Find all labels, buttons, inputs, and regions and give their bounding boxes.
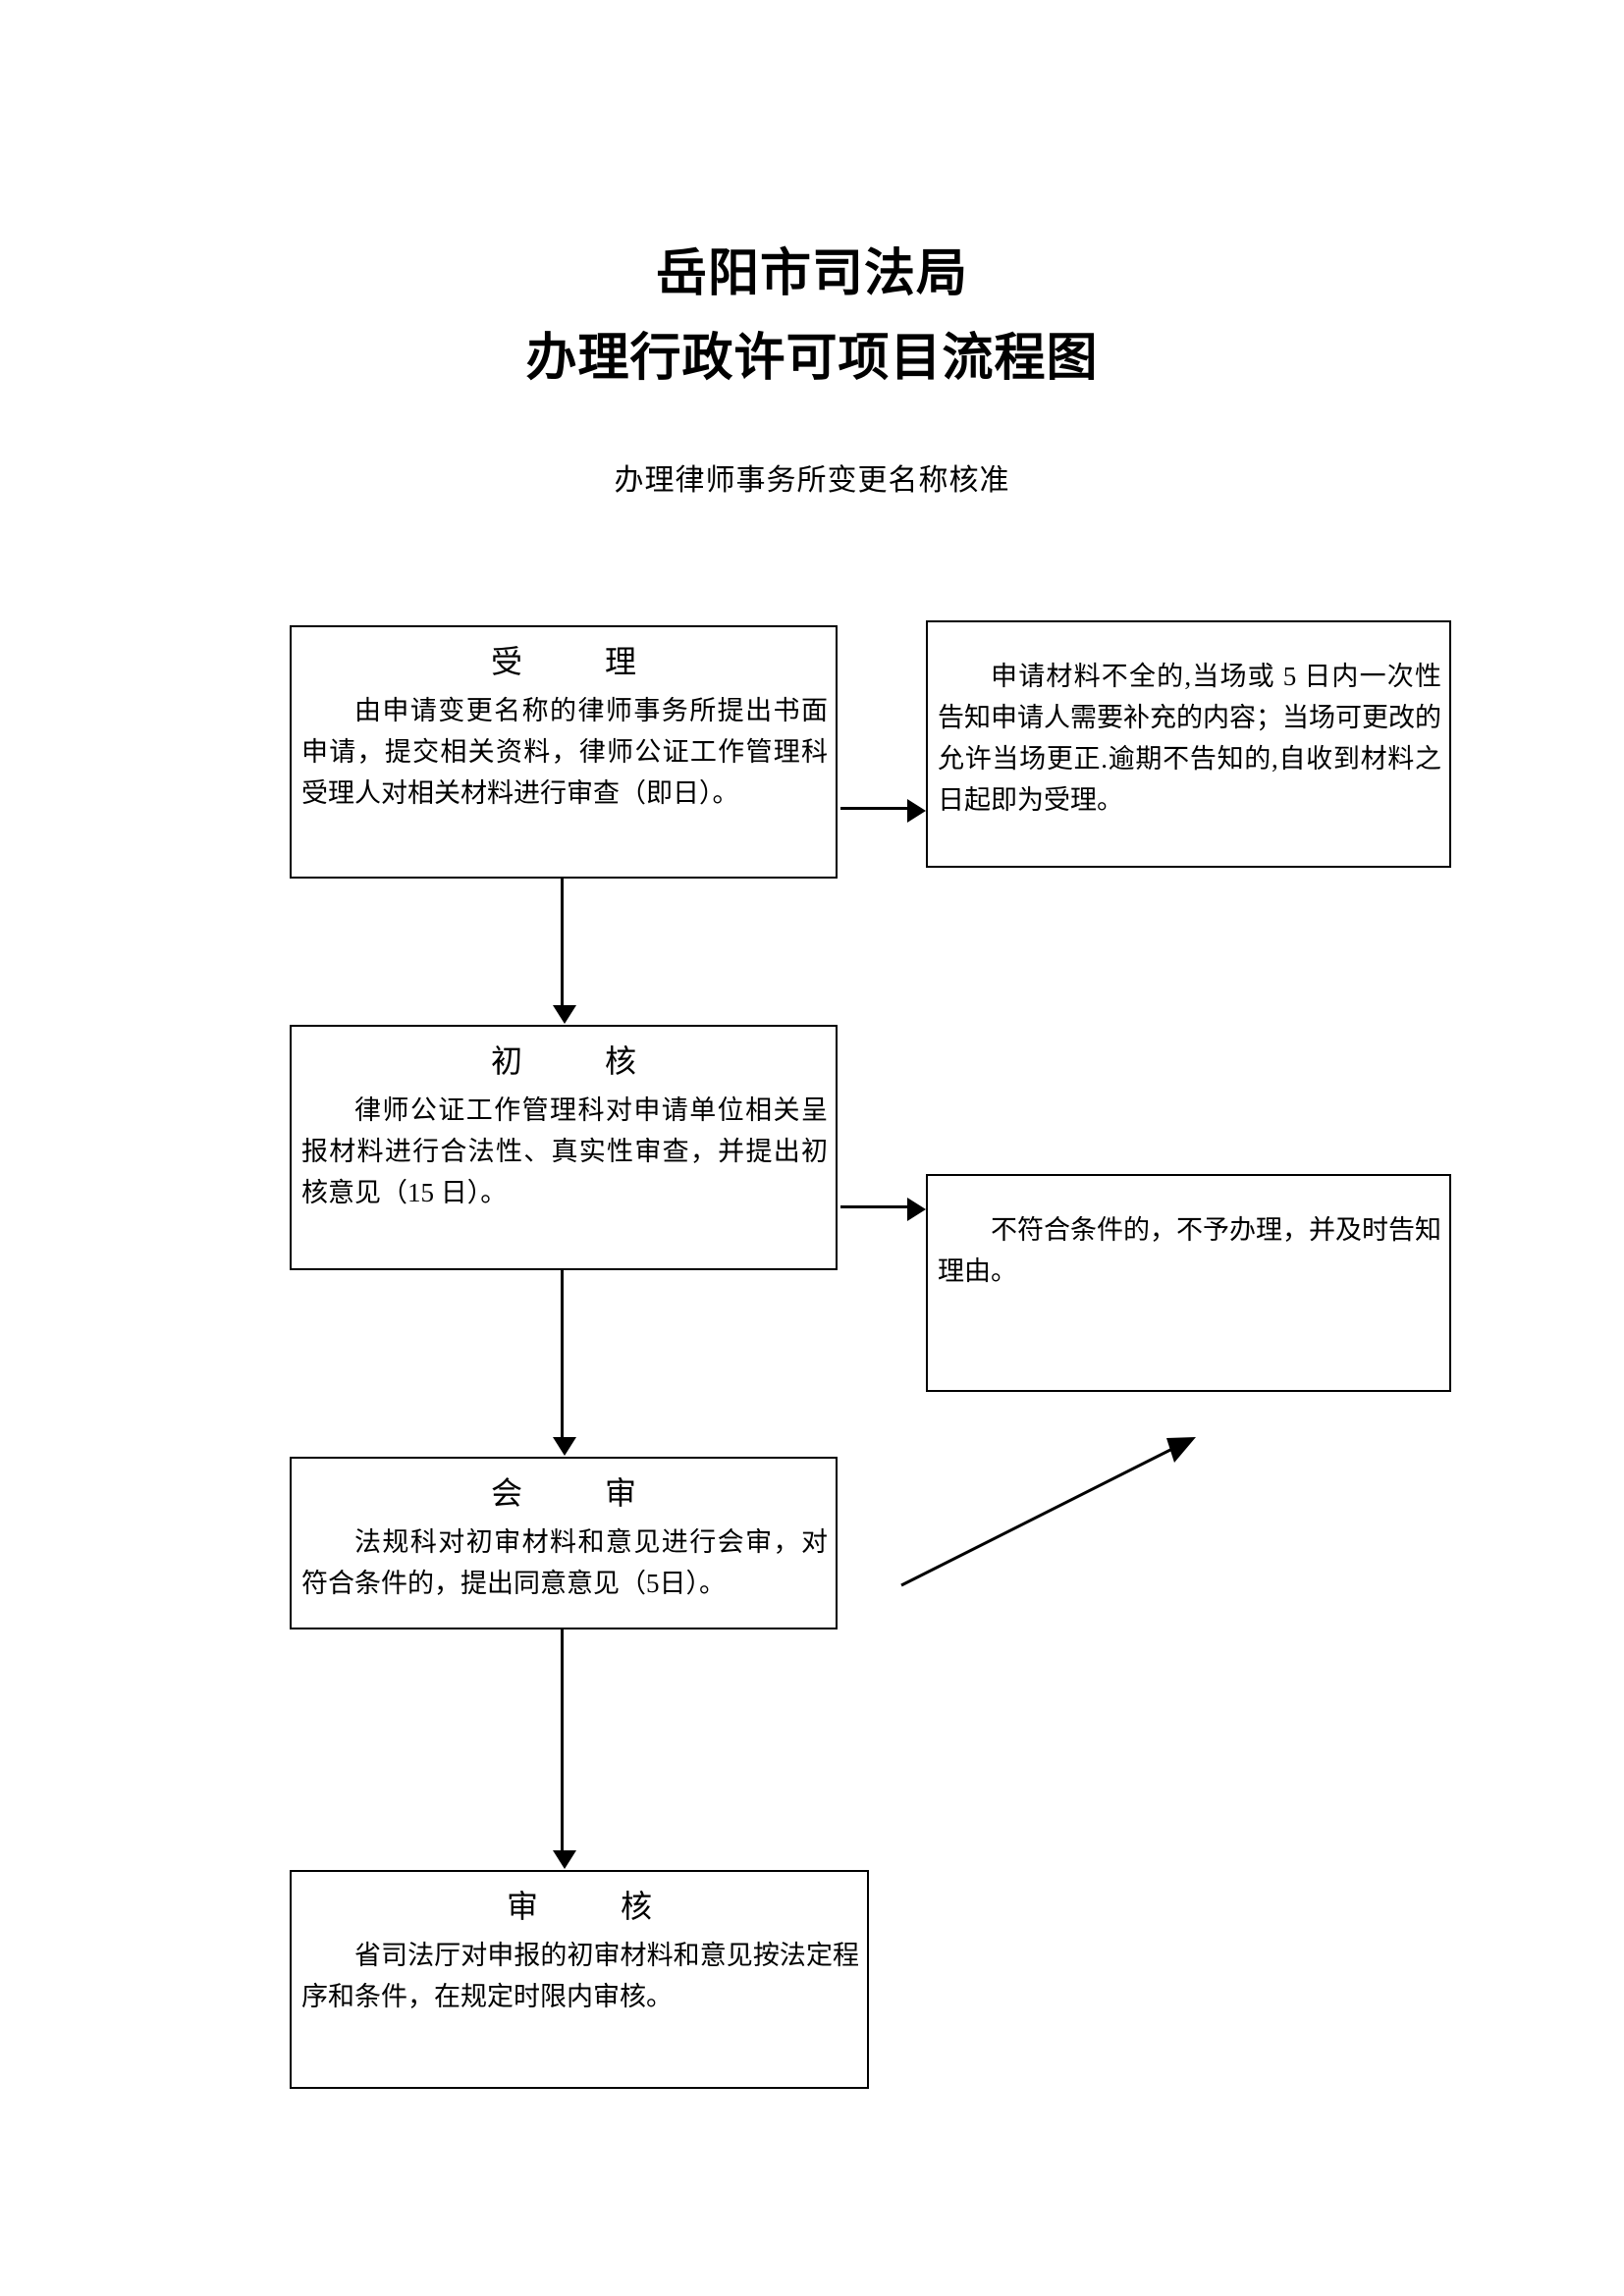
page-subtitle: 办理律师事务所变更名称核准 — [0, 461, 1624, 501]
flow-node-reject-note: 不符合条件的，不予办理，并及时告知理由。 — [926, 1174, 1451, 1392]
arrow-down-icon-accept-to-prelim — [553, 879, 576, 1024]
flow-node-accept-body: 由申请变更名称的律师事务所提出书面申请，提交相关资料，律师公证工作管理科受理人对… — [301, 696, 828, 808]
flow-node-prelim-body: 律师公证工作管理科对申请单位相关呈报材料进行合法性、真实性审查，并提出初核意见（… — [301, 1095, 828, 1207]
title-line-1: 岳阳市司法局 — [655, 245, 968, 302]
arrow-right-icon-prelim-to-note — [840, 1198, 926, 1221]
flow-node-accept-heading: 受 理 — [490, 644, 662, 679]
arrow-down-icon-prelim-to-joint — [553, 1270, 576, 1456]
arrow-diagonal-icon-joint-to-note — [900, 1437, 1196, 1587]
flow-node-accept-note-body: 申请材料不全的,当场或 5 日内一次性告知申请人需要补充的内容；当场可更改的允许… — [938, 662, 1441, 815]
arrow-right-icon-accept-to-note — [840, 799, 926, 823]
flow-node-reject-note-body: 不符合条件的，不予办理，并及时告知理由。 — [938, 1215, 1441, 1286]
flow-node-review: 审 核 省司法厅对申报的初审材料和意见按法定程序和条件，在规定时限内审核。 — [290, 1870, 869, 2089]
subtitle-text: 办理律师事务所变更名称核准 — [614, 464, 1010, 497]
flow-node-prelim: 初 核 律师公证工作管理科对申请单位相关呈报材料进行合法性、真实性审查，并提出初… — [290, 1025, 838, 1270]
flow-node-joint-heading: 会 审 — [490, 1475, 662, 1511]
flow-node-review-body: 省司法厅对申报的初审材料和意见按法定程序和条件，在规定时限内审核。 — [301, 1941, 859, 2011]
flow-node-accept: 受 理 由申请变更名称的律师事务所提出书面申请，提交相关资料，律师公证工作管理科… — [290, 625, 838, 879]
arrow-down-icon-joint-to-review — [553, 1629, 576, 1869]
flow-node-accept-note: 申请材料不全的,当场或 5 日内一次性告知申请人需要补充的内容；当场可更改的允许… — [926, 620, 1451, 868]
flow-node-review-heading: 审 核 — [506, 1889, 677, 1924]
flow-node-joint: 会 审 法规科对初审材料和意见进行会审，对符合条件的，提出同意意见（5日）。 — [290, 1457, 838, 1629]
title-line-2: 办理行政许可项目流程图 — [525, 330, 1099, 387]
flow-node-prelim-heading: 初 核 — [490, 1043, 662, 1079]
page-title: 岳阳市司法局 办理行政许可项目流程图 — [0, 232, 1624, 400]
flow-node-joint-body: 法规科对初审材料和意见进行会审，对符合条件的，提出同意意见（5日）。 — [301, 1527, 828, 1598]
